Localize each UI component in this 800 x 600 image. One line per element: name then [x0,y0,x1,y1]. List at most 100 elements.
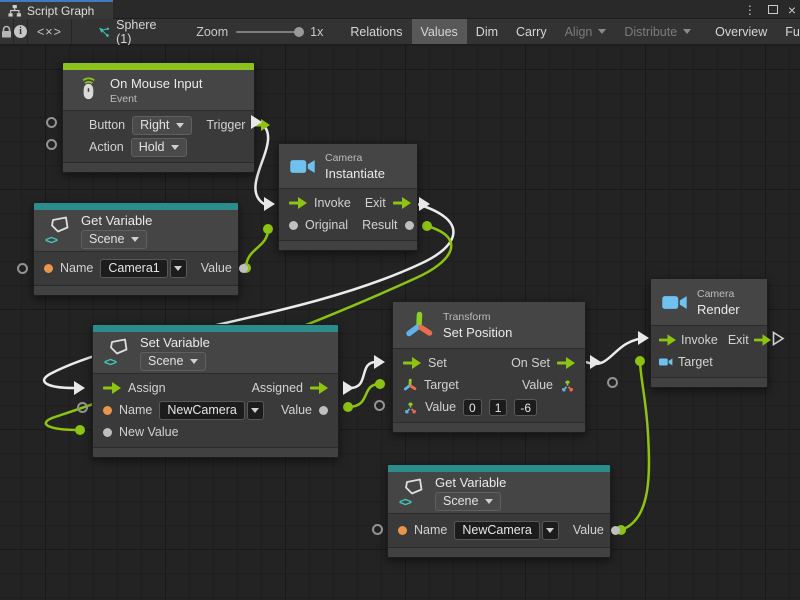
value-port-dot[interactable] [319,405,328,415]
zoom-slider[interactable] [236,26,305,37]
variable-name-combo[interactable]: NewCamera [454,520,559,540]
zoom-slider-handle[interactable] [294,26,305,37]
target-port-label: Target [424,378,459,392]
port-trigger-out[interactable] [251,115,262,129]
carry-button[interactable]: Carry [516,24,547,39]
vector-y-input[interactable]: 1 [488,398,508,416]
info-button[interactable]: i [14,19,28,44]
flow-arrow-icon[interactable] [310,382,328,394]
window-menu-icon[interactable]: ⋮ [743,2,756,17]
node-footer [393,422,585,432]
port-instantiate-invoke-in[interactable] [264,197,275,211]
distribute-button[interactable]: Distribute [615,19,700,44]
name-port-dot[interactable] [44,263,53,273]
row-target: Target [651,351,767,373]
name-port-dot[interactable] [103,405,112,415]
vector-z-input[interactable]: -6 [514,398,538,416]
combo-dropdown-button[interactable] [541,520,559,540]
code-preview-button[interactable]: <×> [28,19,72,44]
camera-mini-icon[interactable] [659,357,673,367]
flow-arrow-icon[interactable] [289,197,307,209]
port-getvariable1-outer[interactable] [17,263,28,274]
vector3-icon[interactable] [403,400,418,415]
variable-kind-dropdown[interactable]: Scene [435,491,502,511]
port-setvariable-name-outer[interactable] [77,402,88,413]
mouse-button-dropdown[interactable]: Right [132,115,193,135]
port-setposition-value-out-outer[interactable] [607,377,618,388]
node-get-variable-2[interactable]: <> Get Variable Scene Name NewCamera Val… [387,464,620,558]
flow-arrow-icon[interactable] [103,382,121,394]
original-port-dot[interactable] [289,220,298,230]
variable-kind-value: Scene [89,231,125,246]
exit-port-label: Exit [727,333,749,347]
align-button[interactable]: Align [556,19,616,44]
mouse-action-dropdown[interactable]: Hold [130,137,188,157]
port-setposition-set-in[interactable] [374,355,385,369]
flow-arrow-icon[interactable] [557,357,575,369]
tab-script-graph[interactable]: Script Graph [0,0,113,19]
port-render-invoke-in[interactable] [638,331,649,345]
new-value-port-dot[interactable] [103,427,112,437]
camera-icon [662,295,687,309]
node-render[interactable]: Camera Render Invoke Exit [650,278,771,388]
port-mouse-action-outer[interactable] [46,139,57,150]
relations-button[interactable]: Relations [350,24,403,39]
vector-x-input[interactable]: 0 [463,398,482,416]
breadcrumb[interactable]: Sphere (1) [86,18,172,46]
maximize-icon[interactable] [767,5,778,14]
node-title: Instantiate [325,165,385,181]
close-icon[interactable]: × [787,1,796,18]
camera-icon [290,159,315,173]
combo-dropdown-button[interactable] [246,400,264,420]
row-button: Button Right Trigger [63,114,271,136]
overview-button[interactable]: Overview [715,24,768,39]
port-mouse-button-outer[interactable] [46,117,57,128]
chevron-down-icon [683,29,692,34]
tab-strip: Script Graph ⋮ × [0,0,800,19]
node-set-position[interactable]: Transform Set Position Set On Set [392,301,586,433]
vector3-icon[interactable] [560,378,575,393]
transform-mini-icon[interactable] [403,378,417,392]
assigned-port-label: Assigned [251,381,303,395]
row-value-literal: Value 0 1 -6 [393,396,585,418]
name-port-dot[interactable] [398,525,407,535]
row-new-value: New Value [93,421,338,443]
variable-name-combo[interactable]: Camera1 [100,258,187,278]
port-setposition-value-in-outer[interactable] [374,400,385,411]
port-getvariable2-outer[interactable] [372,524,383,535]
port-instantiate-exit-out[interactable] [419,197,430,211]
transform-icon [406,311,433,337]
distribute-label: Distribute [624,24,678,39]
variable-kind-value: Scene [443,493,479,508]
result-port-dot[interactable] [404,220,414,230]
assign-port-label: Assign [128,381,166,395]
variable-kind-dropdown[interactable]: Scene [140,351,207,371]
port-setvariable-assigned-out[interactable] [343,381,354,395]
variable-name-combo[interactable]: NewCamera [159,400,264,420]
node-on-mouse-input[interactable]: On Mouse Input Event Button Right Trigge… [62,62,271,173]
node-instantiate[interactable]: Camera Instantiate Invoke Exit Original [278,143,418,251]
node-footer [34,285,238,295]
port-setposition-onset-out[interactable] [590,355,601,369]
port-setvariable-assign-in[interactable] [74,381,85,395]
port-render-exit-out[interactable] [772,331,785,346]
flow-arrow-icon[interactable] [753,334,771,346]
node-title: Set Position [443,324,513,340]
row-action: Action Hold [63,136,254,158]
flow-arrow-icon[interactable] [659,334,676,346]
graph-hierarchy-icon [8,4,21,17]
fullscreen-button[interactable]: Full Screen [785,24,800,39]
dim-button[interactable]: Dim [475,24,499,39]
flow-arrow-icon[interactable] [392,197,411,209]
combo-dropdown-button[interactable] [169,258,187,278]
lock-button[interactable] [0,19,14,44]
node-get-variable-1[interactable]: <> Get Variable Scene Name Camera1 Value [33,202,248,296]
variable-icon: <> [399,478,426,509]
flow-arrow-icon[interactable] [403,357,421,369]
invoke-port-label: Invoke [314,196,351,210]
node-set-variable[interactable]: <> Set Variable Scene Assign Assigned [92,324,339,458]
value-port-dot[interactable] [610,525,620,535]
variable-kind-dropdown[interactable]: Scene [81,229,148,249]
value-port-dot[interactable] [238,263,248,273]
values-button[interactable]: Values [411,19,467,44]
